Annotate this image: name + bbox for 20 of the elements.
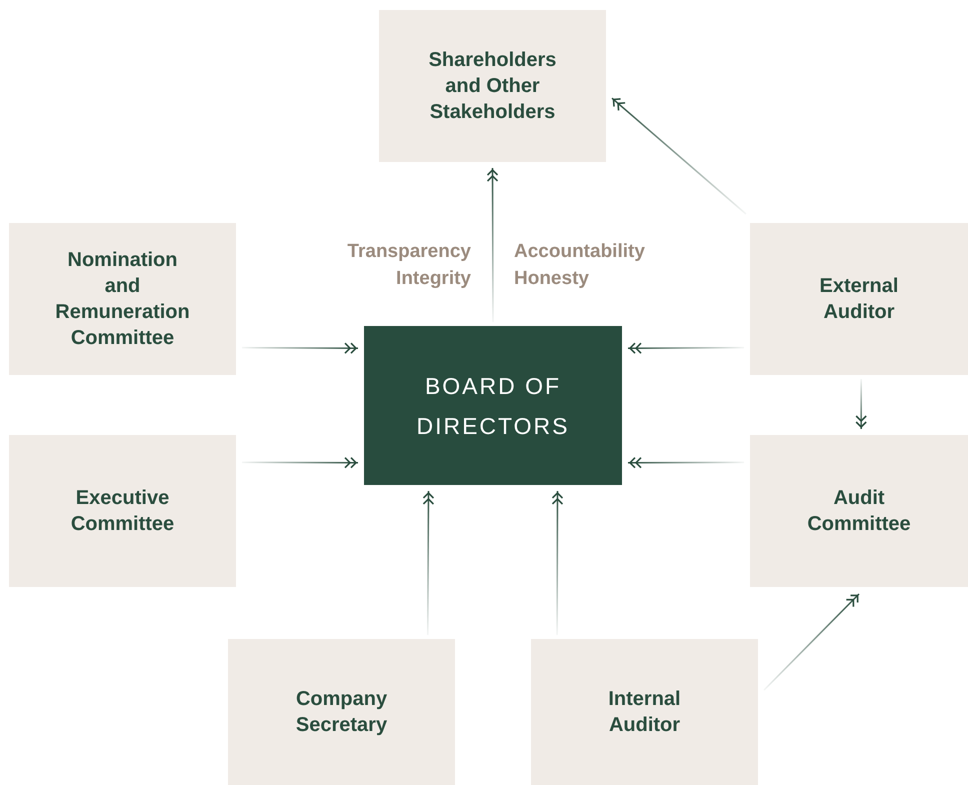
board-box xyxy=(364,326,622,485)
entity-box xyxy=(531,639,758,785)
value-label: Integrity xyxy=(396,267,471,291)
entity-box xyxy=(379,10,606,162)
node-label: Internal Auditor xyxy=(607,687,682,738)
node-label: BOARD OF DIRECTORS xyxy=(415,372,571,440)
entity-box xyxy=(9,435,236,587)
value-label: Transparency xyxy=(347,240,471,264)
node-label: Shareholders and Other Stakeholders xyxy=(428,48,558,125)
node-label: Company Secretary xyxy=(294,687,388,738)
node-label: External Auditor xyxy=(818,274,900,325)
value-label: Honesty xyxy=(514,267,589,291)
entity-box xyxy=(750,223,968,375)
entity-box xyxy=(750,435,968,587)
value-label: Accountability xyxy=(514,240,645,264)
node-label: Audit Committee xyxy=(806,486,912,537)
node-label: Executive Committee xyxy=(70,486,176,537)
node-label: Nomination and Remuneration Committee xyxy=(54,248,191,351)
entity-box xyxy=(9,223,236,375)
entity-box xyxy=(228,639,455,785)
